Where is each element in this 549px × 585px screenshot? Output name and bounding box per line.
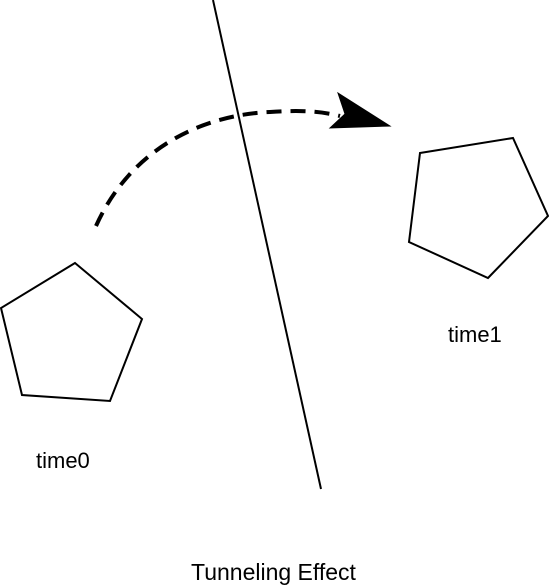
label-time1: time1 (448, 322, 502, 347)
pentagon-time0 (0, 261, 144, 403)
pentagon-time1 (407, 136, 549, 280)
arrowhead (328, 91, 392, 129)
trajectory-arc (94, 109, 341, 227)
barrier-line (212, 0, 322, 490)
diagram-caption: Tunneling Effect (191, 559, 357, 585)
label-time0: time0 (36, 448, 90, 473)
